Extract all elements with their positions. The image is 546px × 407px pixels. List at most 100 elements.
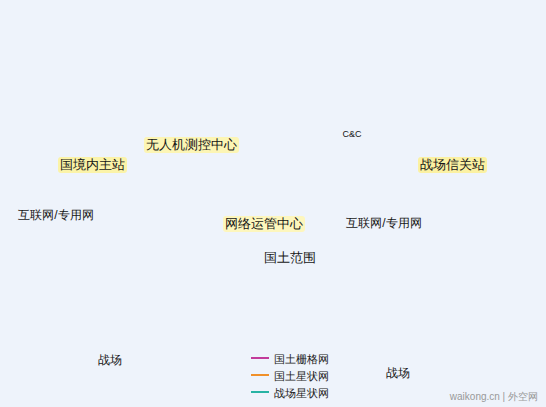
uav-control-building	[176, 92, 204, 126]
drone-icon	[69, 270, 112, 313]
legend-text: 国土星状网	[274, 370, 329, 382]
satellite-link	[270, 46, 352, 310]
network-cloud: 互联网/专用网	[322, 190, 446, 244]
part-path	[341, 84, 343, 92]
part-path	[189, 289, 201, 303]
part-line	[114, 84, 124, 96]
satellite-link	[122, 46, 270, 90]
part-rect	[176, 92, 204, 126]
small-dishes	[118, 159, 410, 341]
part-ellipse	[257, 156, 273, 169]
legend-row: 国土栅格网	[250, 349, 305, 366]
part-path	[52, 321, 61, 332]
satellite	[216, 1, 326, 72]
part-path	[194, 289, 229, 300]
part-ellipse	[385, 159, 405, 177]
part-ellipse	[34, 288, 256, 382]
drone-icon	[187, 272, 230, 315]
station-label: 无人机测控中心	[143, 134, 240, 152]
node-text: 互联网/专用网	[18, 208, 93, 222]
part-path	[351, 178, 359, 189]
satellite-link	[165, 46, 270, 70]
satellite-link	[128, 46, 270, 312]
main-station-dish	[88, 72, 140, 124]
part-line	[225, 13, 316, 55]
satellite-link	[190, 46, 270, 92]
part-path	[67, 309, 79, 340]
part-line	[395, 161, 401, 168]
part-path	[399, 27, 411, 62]
satellite-link	[270, 46, 346, 90]
part-path	[396, 330, 404, 341]
node-text: 战场	[98, 353, 122, 367]
part-line	[458, 80, 472, 96]
part-path	[391, 170, 399, 181]
part-line	[400, 321, 406, 328]
part-path	[148, 186, 156, 197]
part-ellipse	[424, 63, 493, 129]
part-ellipse	[342, 305, 362, 323]
drone-icon	[381, 27, 418, 64]
part-line	[251, 357, 269, 359]
part-ellipse	[88, 72, 140, 120]
station-label: 国境内主站	[57, 154, 128, 172]
part-line	[128, 309, 134, 316]
station-label: 网络运管中心	[222, 213, 306, 231]
ellipse-outline	[33, 287, 257, 383]
part-path	[174, 326, 182, 337]
drone-icon	[51, 309, 85, 342]
part-path	[140, 61, 151, 74]
legend-row: 战场星状网	[250, 383, 305, 400]
part-path	[224, 200, 232, 211]
dish-icon	[168, 315, 188, 337]
part-line	[251, 374, 269, 376]
part-rect	[329, 95, 375, 117]
node-text: 国土范围	[264, 250, 316, 266]
part-rect	[218, 34, 257, 64]
part-line	[352, 307, 358, 314]
part-rect	[178, 95, 202, 124]
dish-icon	[385, 159, 405, 181]
region-ellipse: 国土范围国境内主站无人机测控中心C&C战场信关站互联网/专用网网络运管中心互联网…	[3, 80, 543, 292]
satellite-link	[270, 46, 398, 52]
satellite-link	[212, 46, 270, 288]
part-ellipse	[334, 75, 350, 88]
part-path	[348, 316, 356, 327]
part-path	[489, 318, 501, 351]
part-path	[477, 332, 507, 340]
part-ellipse	[142, 175, 162, 193]
legend-sample	[250, 366, 270, 383]
part-path	[106, 104, 118, 124]
satellite-link	[270, 46, 400, 324]
network-center-building	[250, 156, 280, 210]
satellite-link	[228, 46, 270, 194]
part-ellipse	[118, 307, 138, 325]
part-ellipse	[345, 167, 365, 185]
legend-text: 战场星状网	[274, 387, 329, 399]
drone-icon	[426, 277, 468, 318]
node-text: 无人机测控中心	[144, 137, 239, 153]
part-path	[446, 108, 464, 132]
satellite-link	[152, 46, 270, 180]
part-line	[152, 177, 158, 184]
dish-icon	[345, 167, 365, 189]
watermark: waikong.cn | 外空网	[450, 390, 538, 404]
part-path	[382, 40, 392, 52]
part-path	[84, 100, 144, 124]
station-label: C&C	[339, 122, 364, 135]
part-path	[144, 61, 175, 71]
satellite-link	[270, 46, 355, 172]
part-path	[432, 294, 467, 303]
legend-sample	[250, 383, 270, 400]
legend-row: 国土星状网	[250, 366, 305, 383]
drones	[51, 27, 507, 353]
node-text: 国境内主站	[58, 157, 127, 173]
part-path	[71, 287, 83, 301]
part-line	[178, 317, 184, 324]
region-ellipse: 战场	[326, 290, 536, 394]
